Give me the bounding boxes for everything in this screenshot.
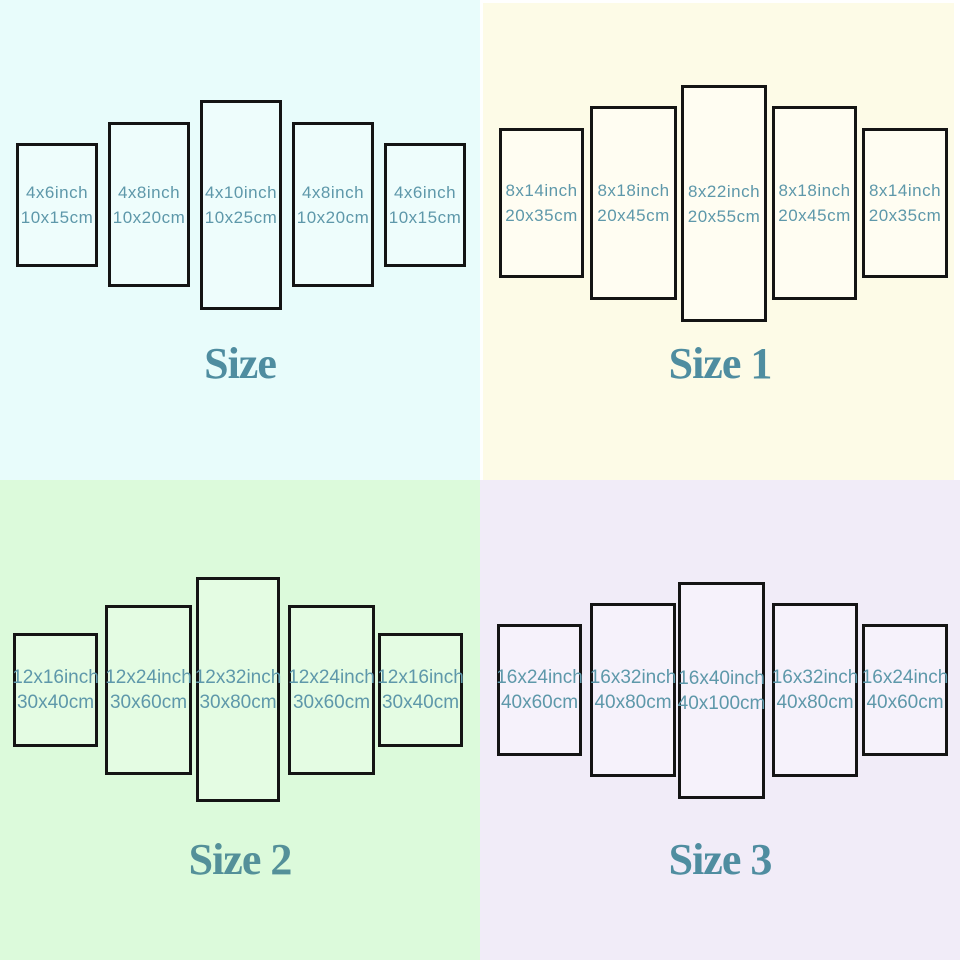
panel-size-cm: 30x80cm	[199, 691, 277, 713]
panel-size-inch: 8x14inch	[868, 181, 942, 200]
panel-size-inch: 4x10inch	[204, 183, 278, 202]
panel-size-inch: 12x16inch	[377, 667, 464, 688]
panel-size-inch: 12x24inch	[105, 667, 192, 688]
panel-size-cm: 20x35cm	[868, 206, 942, 225]
panel-size-cm: 10x20cm	[112, 207, 186, 227]
size-chart-quadrant-size3: 16x24inch 40x60cm 16x32inch 40x80cm 16x4…	[480, 480, 960, 960]
size-chart-quadrant-size: 4x6inch 10x15cm 4x8inch 10x20cm 4x10inch…	[0, 0, 480, 480]
panel-size-inch: 4x6inch	[393, 183, 457, 202]
panel-size-cm: 30x40cm	[16, 692, 95, 713]
panel-size-cm: 20x45cm	[597, 206, 670, 225]
panel-size-inch: 16x24inch	[861, 667, 949, 688]
panel-size-inch: 4x6inch	[25, 183, 89, 202]
panel-size-inch: 4x8inch	[117, 182, 181, 202]
panel-size-cm: 30x60cm	[292, 692, 371, 713]
panel-size-cm: 20x45cm	[778, 206, 851, 225]
panel-size-inch: 12x16inch	[12, 667, 99, 688]
panel-size-cm: 10x20cm	[296, 207, 370, 227]
panel-size-cm: 30x60cm	[109, 692, 188, 713]
canvas-panel: 8x18inch 20x45cm	[590, 106, 677, 300]
chart-title: Size 2	[188, 835, 293, 884]
size-chart-quadrant-size1: 8x14inch 20x35cm 8x18inch 20x45cm 8x22in…	[483, 3, 954, 480]
chart-title: Size	[204, 339, 277, 388]
quadrant-inner: 8x14inch 20x35cm 8x18inch 20x45cm 8x22in…	[480, 0, 960, 480]
quadrant-inner: 16x24inch 40x60cm 16x32inch 40x80cm 16x4…	[480, 480, 960, 960]
canvas-panel: 8x14inch 20x35cm	[862, 128, 948, 278]
panel-size-inch: 12x32inch	[194, 666, 282, 688]
canvas-panel: 16x32inch 40x80cm	[590, 603, 676, 777]
chart-title: Size 3	[668, 835, 773, 884]
panel-size-cm: 30x40cm	[381, 692, 460, 713]
panel-size-cm: 40x100cm	[677, 692, 766, 714]
canvas-panel: 12x16inch 30x40cm	[12, 633, 99, 747]
panel-size-cm: 20x35cm	[505, 206, 578, 225]
panel-size-inch: 16x32inch	[589, 667, 677, 688]
panel-size-cm: 10x15cm	[388, 208, 462, 227]
canvas-panel: 8x14inch 20x35cm	[499, 128, 584, 278]
quadrant-inner: 4x6inch 10x15cm 4x8inch 10x20cm 4x10inch…	[0, 0, 480, 480]
panel-size-inch: 8x22inch	[687, 181, 761, 201]
panel-size-cm: 40x60cm	[866, 692, 944, 713]
panel-size-inch: 12x24inch	[288, 667, 375, 688]
canvas-panel: 4x6inch 10x15cm	[16, 143, 98, 267]
panel-size-cm: 40x80cm	[594, 692, 672, 713]
canvas-panel: 12x24inch 30x60cm	[105, 605, 192, 775]
panel-size-inch: 8x14inch	[505, 181, 578, 200]
panel-size-cm: 10x25cm	[204, 208, 278, 227]
canvas-panel: 4x10inch 10x25cm	[200, 100, 282, 310]
size-chart-quadrant-size2: 12x16inch 30x40cm 12x24inch 30x60cm 12x3…	[0, 480, 480, 960]
canvas-panel: 4x6inch 10x15cm	[384, 143, 466, 267]
canvas-panel: 16x24inch 40x60cm	[862, 624, 948, 756]
canvas-panel: 4x8inch 10x20cm	[292, 122, 374, 287]
canvas-panel: 8x18inch 20x45cm	[772, 106, 857, 300]
panel-size-inch: 16x32inch	[771, 667, 859, 688]
panel-size-inch: 4x8inch	[301, 182, 365, 202]
panel-size-inch: 8x18inch	[778, 181, 851, 200]
panel-size-inch: 8x18inch	[597, 181, 670, 200]
panel-size-inch: 16x40inch	[678, 667, 765, 689]
canvas-panel: 12x32inch 30x80cm	[194, 577, 282, 802]
quadrant-inner: 12x16inch 30x40cm 12x24inch 30x60cm 12x3…	[0, 480, 480, 960]
panel-size-cm: 40x60cm	[500, 692, 579, 713]
panel-size-cm: 40x80cm	[776, 692, 854, 713]
canvas-panel: 8x22inch 20x55cm	[681, 85, 767, 322]
canvas-panel: 12x16inch 30x40cm	[377, 633, 464, 747]
panel-size-cm: 20x55cm	[687, 206, 761, 226]
canvas-panel: 16x40inch 40x100cm	[678, 582, 765, 799]
panel-size-cm: 10x15cm	[20, 208, 94, 227]
canvas-panel: 16x32inch 40x80cm	[772, 603, 858, 777]
panel-size-inch: 16x24inch	[496, 667, 583, 688]
canvas-panel: 4x8inch 10x20cm	[108, 122, 190, 287]
canvas-panel: 12x24inch 30x60cm	[288, 605, 375, 775]
canvas-panel: 16x24inch 40x60cm	[496, 624, 583, 756]
chart-title: Size 1	[668, 339, 773, 388]
